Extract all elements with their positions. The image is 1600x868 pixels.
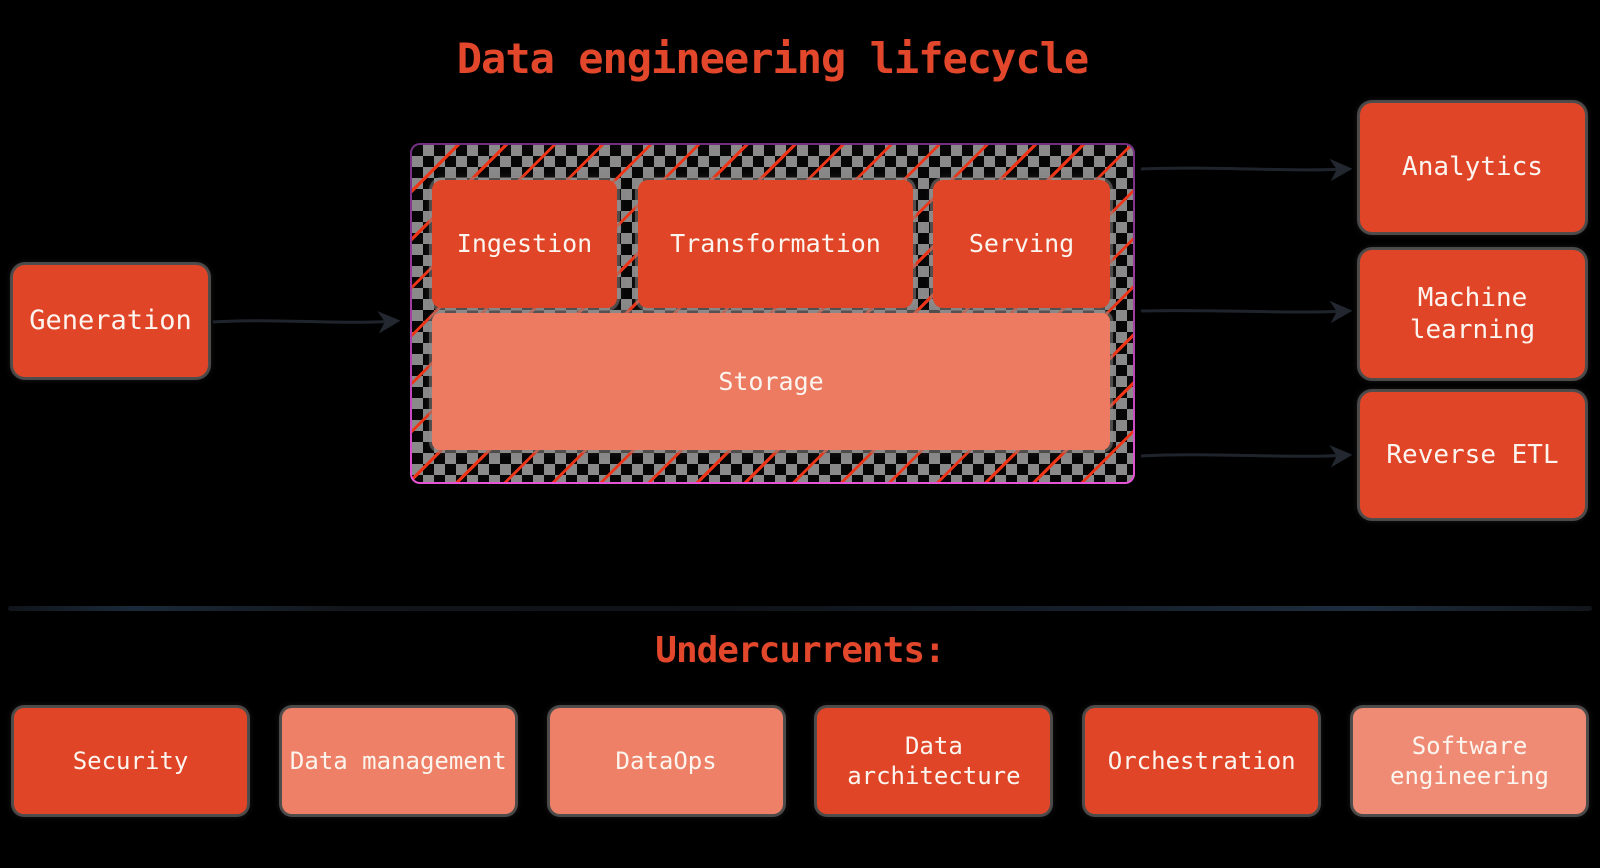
node-security-label: Security xyxy=(72,747,189,775)
lifecycle-container-hatched-area: Ingestion Transformation Serving Storage xyxy=(412,145,1133,482)
node-dataops: DataOps xyxy=(549,708,783,814)
node-serving: Serving xyxy=(933,180,1110,308)
node-orchestration-label: Orchestration xyxy=(1107,747,1296,775)
node-storage-label: Storage xyxy=(718,366,824,396)
node-dataops-label: DataOps xyxy=(615,747,717,775)
section-divider-line xyxy=(8,606,1592,611)
node-data-architecture: Data architecture xyxy=(817,708,1051,814)
arrow-generation-to-lifecycle xyxy=(212,311,401,334)
node-data-management-label: Data management xyxy=(289,747,507,775)
node-serving-label: Serving xyxy=(968,229,1075,259)
node-analytics-label: Analytics xyxy=(1402,152,1543,183)
arrow-lifecycle-to-analytics xyxy=(1140,158,1353,182)
undercurrents-row: Security Data management DataOps Data ar… xyxy=(0,708,1600,814)
node-analytics: Analytics xyxy=(1360,103,1585,232)
diagram-title: Data engineering lifecycle xyxy=(456,34,1089,83)
node-generation: Generation xyxy=(13,265,208,377)
undercurrents-title: Undercurrents: xyxy=(655,630,945,671)
node-software-engineering-label: Software engineering xyxy=(1390,732,1549,790)
node-transformation-label: Transformation xyxy=(670,229,881,259)
node-reverse-etl-label: Reverse ETL xyxy=(1386,439,1559,470)
node-ingestion: Ingestion xyxy=(432,180,617,308)
arrow-lifecycle-to-reverse-etl xyxy=(1140,445,1353,468)
node-generation-label: Generation xyxy=(29,305,192,337)
node-data-management: Data management xyxy=(281,708,515,814)
node-machine-learning-label: Machine learning xyxy=(1409,282,1536,346)
node-reverse-etl: Reverse ETL xyxy=(1360,392,1585,518)
node-orchestration: Orchestration xyxy=(1085,708,1319,814)
node-machine-learning: Machine learning xyxy=(1360,250,1585,378)
node-security: Security xyxy=(14,708,247,814)
lifecycle-container-frame: Ingestion Transformation Serving Storage xyxy=(410,143,1135,484)
node-transformation: Transformation xyxy=(638,180,913,308)
arrow-lifecycle-to-machine-learning xyxy=(1140,300,1353,324)
node-data-architecture-label: Data architecture xyxy=(847,732,1021,790)
node-storage: Storage xyxy=(432,313,1110,450)
node-software-engineering: Software engineering xyxy=(1352,708,1586,814)
node-ingestion-label: Ingestion xyxy=(456,229,593,259)
